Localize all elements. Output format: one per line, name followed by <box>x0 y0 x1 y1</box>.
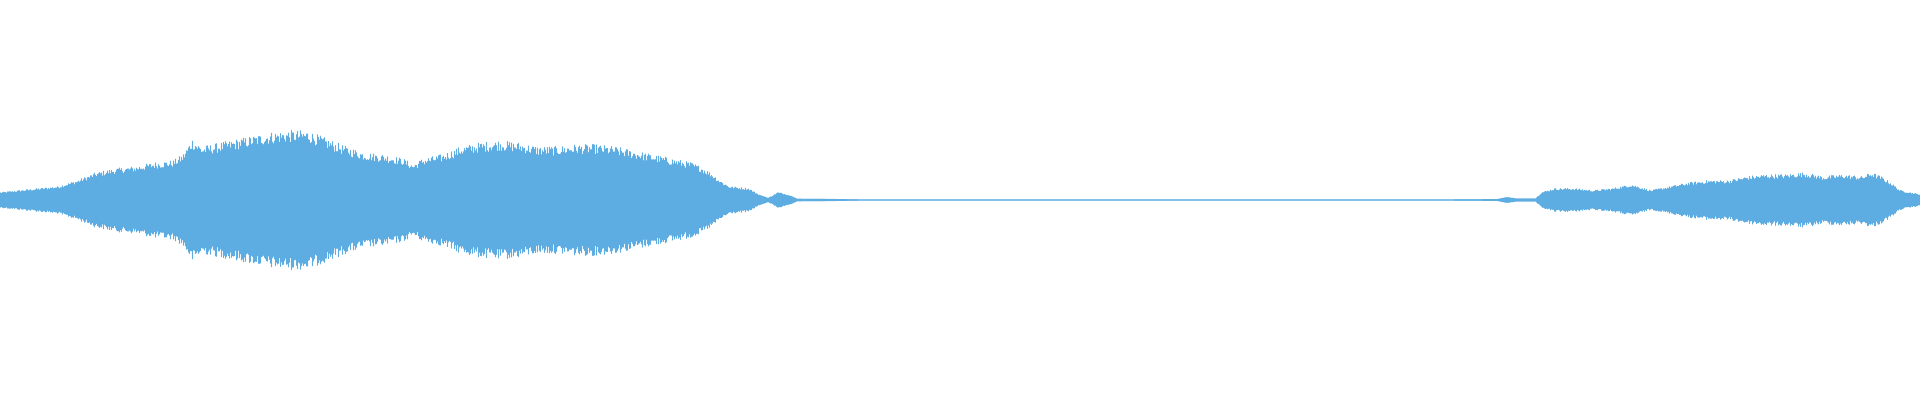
waveform-amplitude <box>0 130 1920 270</box>
waveform-bars <box>0 130 1920 270</box>
